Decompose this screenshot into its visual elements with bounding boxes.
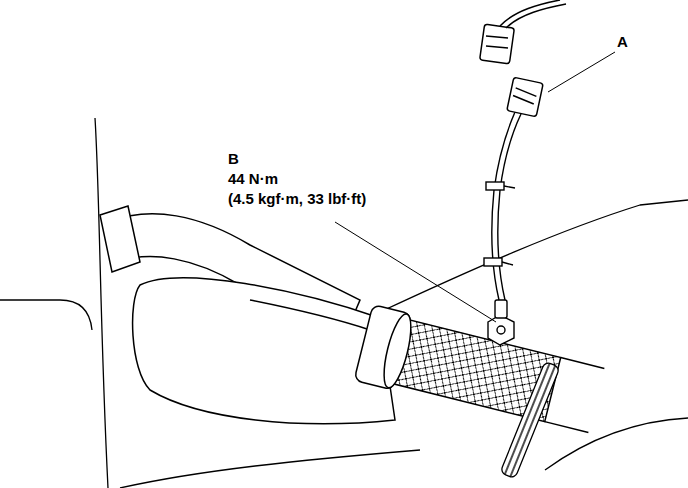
connector xyxy=(480,0,566,117)
torque-value: 44 N·m xyxy=(228,170,278,188)
callout-letter: B xyxy=(228,150,239,168)
leader-line xyxy=(335,52,615,322)
body-outline xyxy=(0,118,688,488)
flex-pipe xyxy=(354,305,606,439)
hose xyxy=(500,361,560,478)
sensor-wire xyxy=(484,112,521,300)
callout-letter: A xyxy=(617,33,628,51)
oxygen-sensor xyxy=(488,300,514,345)
torque-value: (4.5 kgf·m, 33 lbf·ft) xyxy=(228,190,366,208)
